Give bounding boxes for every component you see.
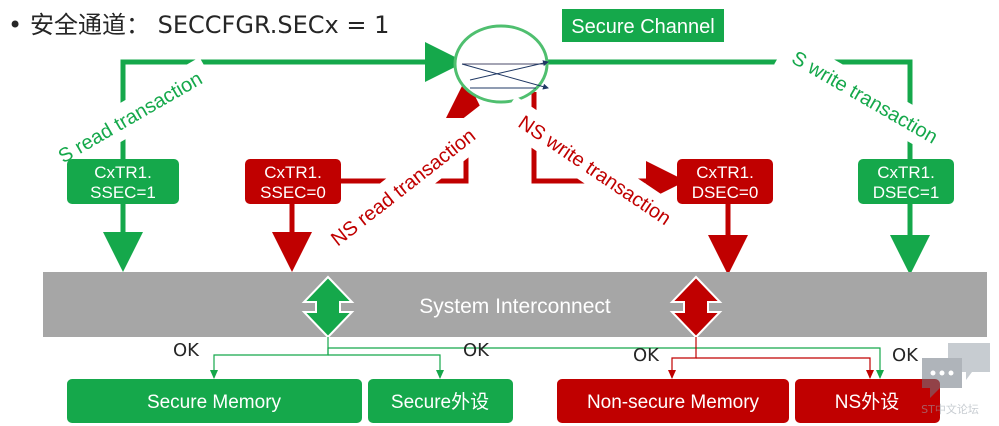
s-write-label-bg xyxy=(774,34,948,155)
s-read-label-bg xyxy=(43,57,217,177)
target-secure-memory: Secure Memory xyxy=(67,379,362,423)
register-ssec0: CxTR1. SSEC=0 xyxy=(245,159,341,204)
page-title: 安全通道： SECCFGR.SECx = 1 xyxy=(30,11,389,39)
register-dsec0: CxTR1. DSEC=0 xyxy=(677,159,773,204)
target-secure-peripheral: Secure外设 xyxy=(368,379,513,423)
switch-line-cross-2 xyxy=(461,63,549,90)
register-ssec1-line1: CxTR1. xyxy=(94,163,152,182)
secure-distribution-lines xyxy=(210,337,884,379)
ns-write-label: NS write transaction xyxy=(514,112,675,230)
register-dsec0-line1: CxTR1. xyxy=(696,163,754,182)
target-secure-peripheral-label: Secure外设 xyxy=(391,391,489,413)
ns-read-label-bg xyxy=(319,101,506,258)
secure-channel-label: Secure Channel xyxy=(571,16,714,38)
secure-channel-box xyxy=(562,9,724,42)
watermark-logo: ST中文论坛 xyxy=(921,343,990,416)
target-nonsecure-memory-label: Non-secure Memory xyxy=(587,392,760,413)
watermark-text: ST中文论坛 xyxy=(921,402,979,416)
register-dsec0-line2: DSEC=0 xyxy=(692,183,759,202)
ok-label-3: OK xyxy=(633,345,660,366)
register-ssec1-line2: SSEC=1 xyxy=(90,183,156,202)
target-secure-memory-label: Secure Memory xyxy=(147,392,282,413)
system-interconnect xyxy=(43,272,987,337)
register-dsec1: CxTR1. DSEC=1 xyxy=(858,159,954,204)
title-bullet: • xyxy=(8,11,22,39)
register-ssec0-line1: CxTR1. xyxy=(264,163,322,182)
ns-read-label: NS read transaction xyxy=(327,125,480,251)
switch-line-cross-1 xyxy=(469,60,549,81)
system-interconnect-label: System Interconnect xyxy=(419,295,611,318)
register-dsec1-line1: CxTR1. xyxy=(877,163,935,182)
nonsecure-distribution-lines xyxy=(668,337,874,379)
ns-write-label-bg xyxy=(496,96,695,245)
target-ns-peripheral: NS外设 xyxy=(795,379,940,423)
ok-label-4: OK xyxy=(892,345,919,366)
target-nonsecure-memory: Non-secure Memory xyxy=(557,379,789,423)
ok-label-2: OK xyxy=(463,340,490,361)
register-ssec1: CxTR1. SSEC=1 xyxy=(67,159,179,204)
ok-label-1: OK xyxy=(173,340,200,361)
register-dsec1-line2: DSEC=1 xyxy=(873,183,940,202)
s-read-label: S read transaction xyxy=(55,68,207,168)
target-ns-peripheral-label: NS外设 xyxy=(835,391,899,413)
register-ssec0-line2: SSEC=0 xyxy=(260,183,326,202)
